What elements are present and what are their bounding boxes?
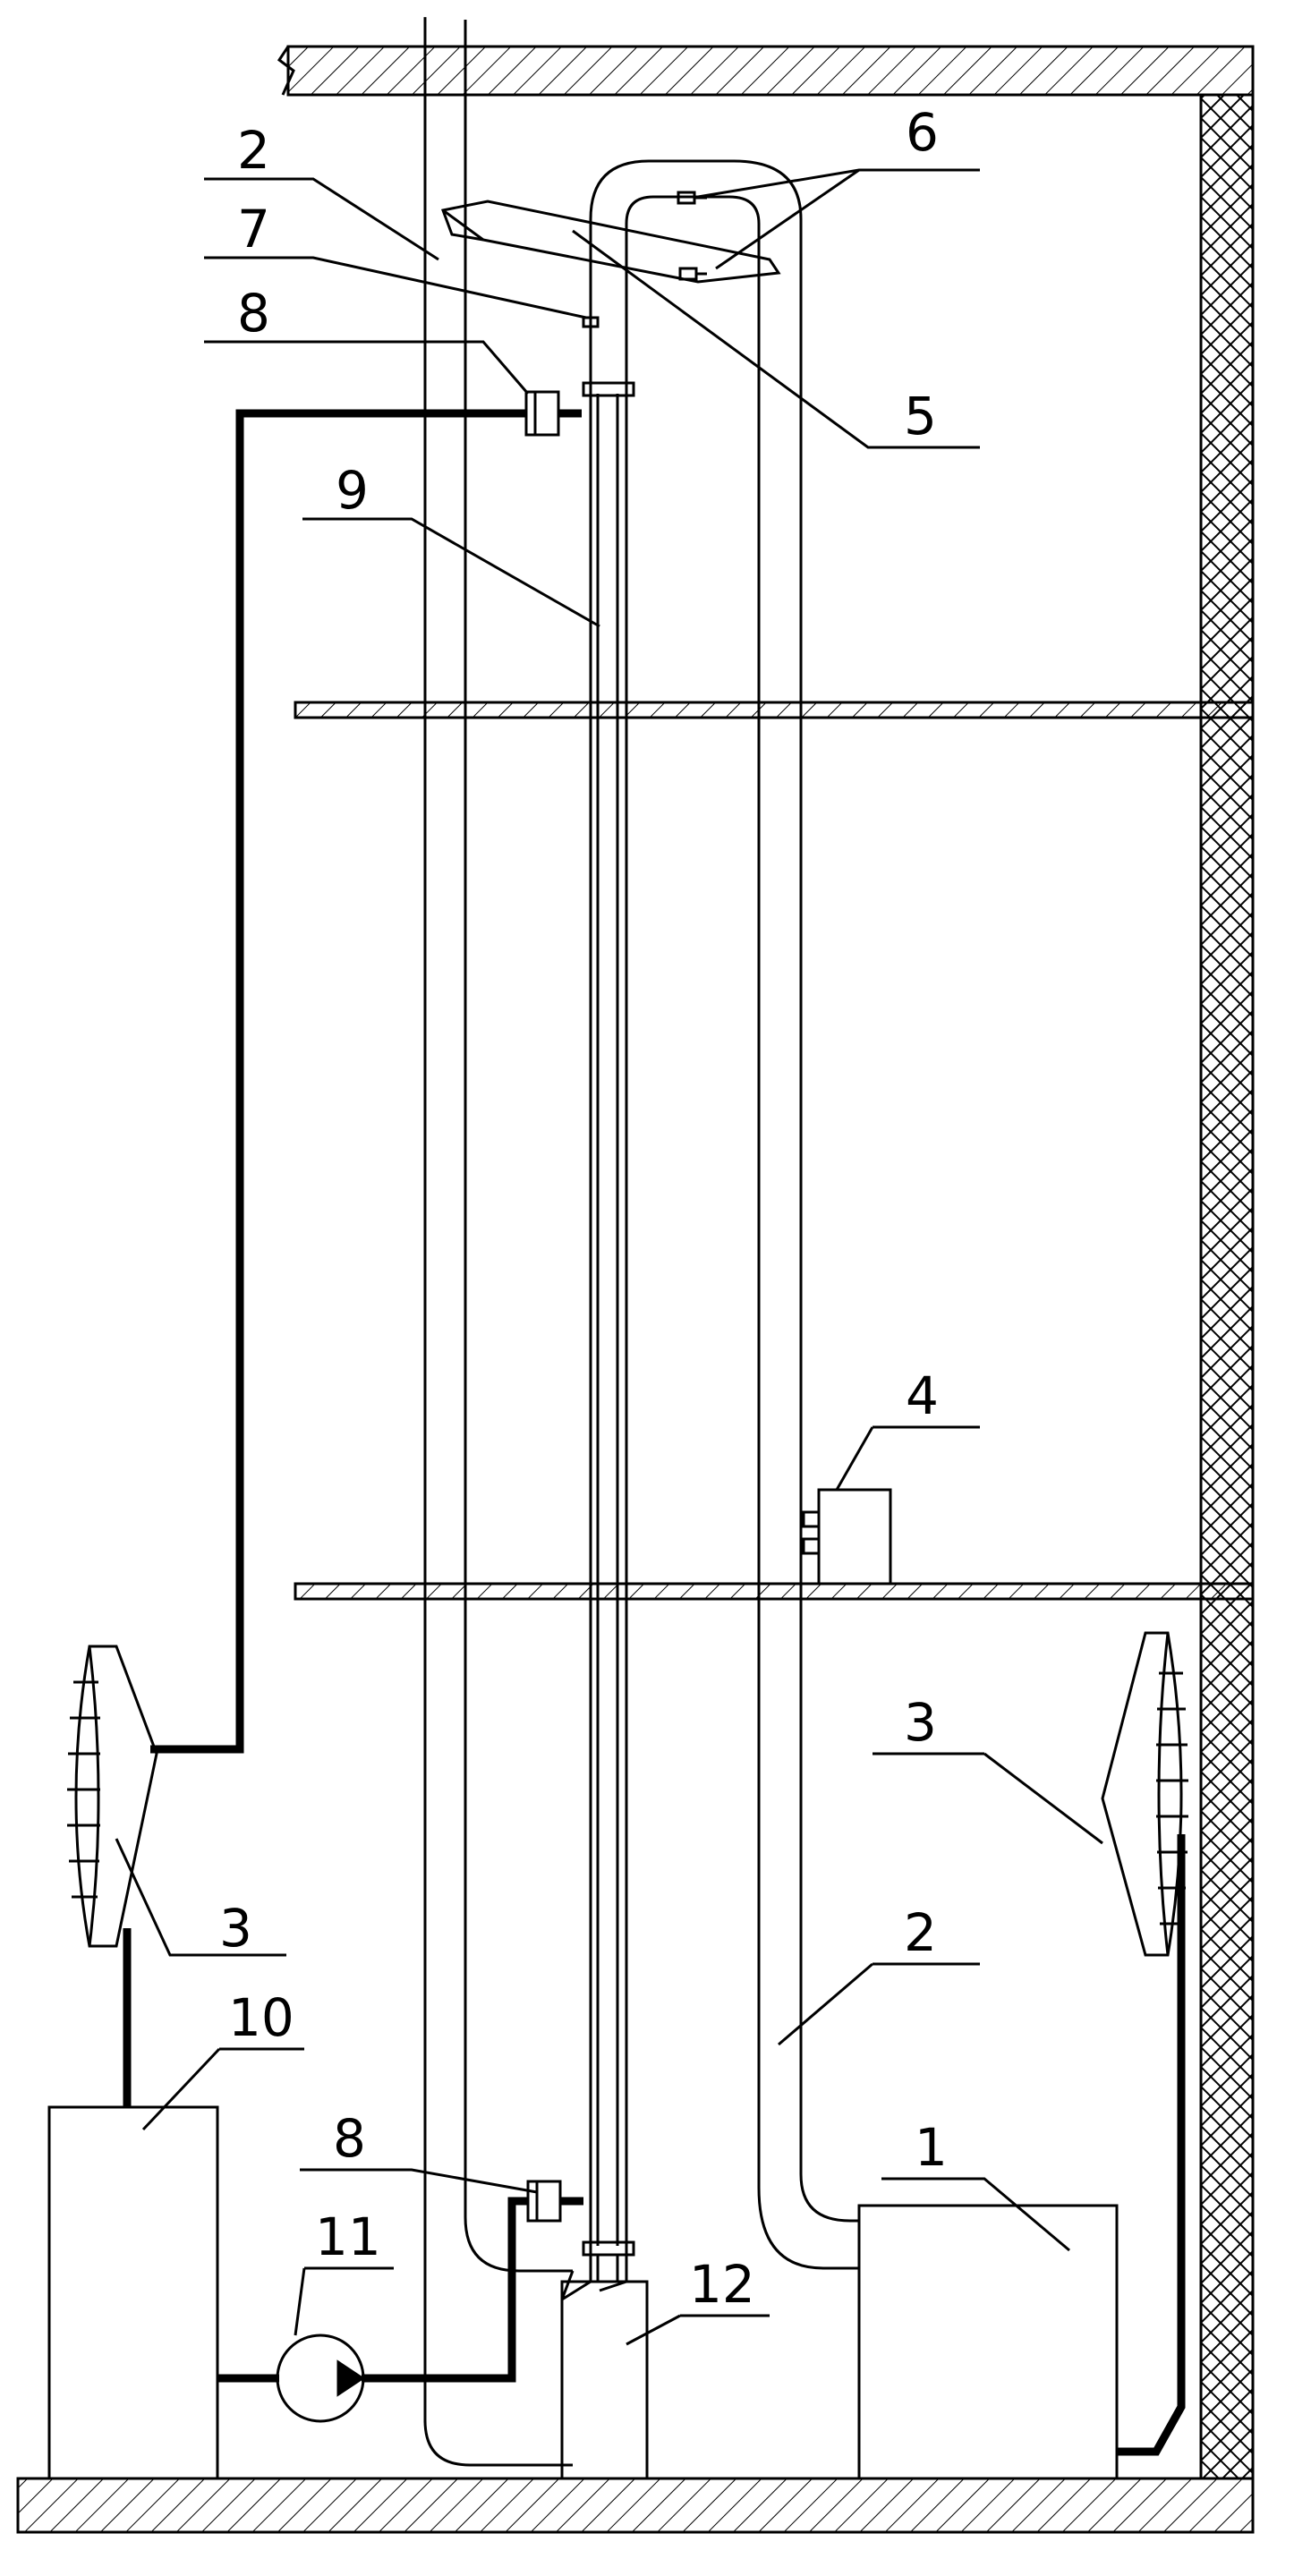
- label-2-right: 2: [904, 1902, 937, 1963]
- leader-lines: [115, 168, 1103, 2346]
- label-12: 12: [689, 2254, 755, 2315]
- collector-3-right: [1101, 1631, 1188, 1957]
- sensor-7: [582, 316, 600, 328]
- label-3-right: 3: [904, 1692, 937, 1753]
- label-9: 9: [336, 460, 369, 521]
- label-3-left: 3: [219, 1898, 252, 1959]
- tank-10: [47, 2105, 219, 2480]
- floor-slab-lower: [294, 1582, 1255, 1601]
- unit-12: [560, 2280, 649, 2480]
- label-8-bottom: 8: [333, 2108, 366, 2169]
- label-8-top: 8: [237, 283, 270, 344]
- pipe-2-left: [423, 17, 573, 2467]
- label-10: 10: [228, 1987, 294, 2048]
- label-2-top: 2: [237, 120, 270, 181]
- unit-4: [802, 1488, 892, 1586]
- pipe-2-right-loop: [560, 159, 859, 2301]
- roof-slab: [277, 45, 1255, 97]
- sensor-8-top: [524, 390, 560, 437]
- exterior-wall-insulation: [1199, 93, 1255, 2480]
- ground-slab: [16, 2477, 1255, 2534]
- deflector-5: [440, 200, 781, 284]
- label-5: 5: [904, 386, 937, 446]
- valve-6-lower: [678, 267, 707, 281]
- label-1: 1: [915, 2117, 948, 2178]
- tank-1: [857, 2204, 1119, 2480]
- label-6: 6: [906, 102, 939, 163]
- floor-slab-upper: [294, 701, 1255, 719]
- reference-labels: 2 7 8 9 6 5 4 3 3 2 10 1 8 11 12: [219, 102, 948, 2315]
- sensor-8-bottom: [526, 2180, 562, 2223]
- pump-11: [276, 2334, 365, 2423]
- label-11: 11: [315, 2206, 381, 2267]
- label-7: 7: [237, 199, 270, 259]
- pipe-9: [582, 381, 635, 2282]
- label-4: 4: [906, 1365, 939, 1426]
- thick-lines: [123, 409, 1186, 2456]
- collector-3-left: [67, 1645, 158, 1948]
